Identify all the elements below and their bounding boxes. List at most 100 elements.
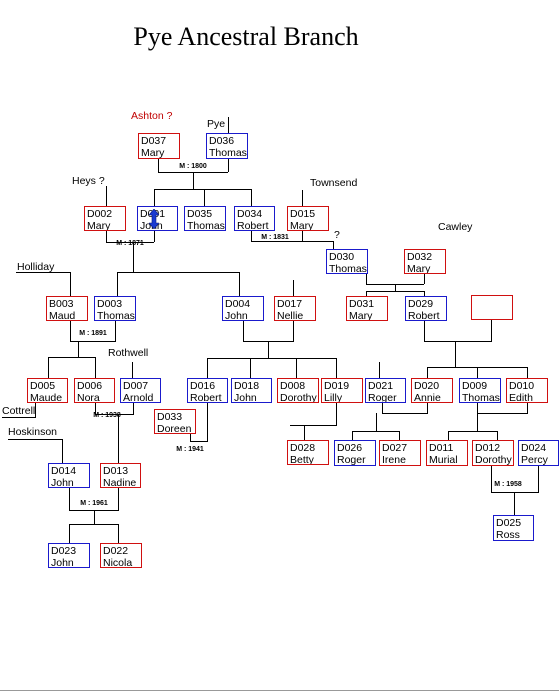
line (243, 321, 244, 341)
line (154, 189, 252, 190)
person-id: D023 (51, 545, 77, 557)
person-name: Mary (141, 147, 165, 159)
line (190, 434, 191, 441)
line (8, 439, 63, 440)
person-box-unknown[interactable] (471, 295, 513, 320)
person-name: Dorothy (280, 392, 317, 403)
surname-label-cottrell: Cottrell (2, 405, 36, 417)
person-id: D029 (408, 298, 434, 310)
line (424, 274, 425, 284)
marriage-label: M : 1891 (79, 330, 107, 337)
line (239, 272, 240, 296)
line (293, 321, 294, 341)
line (477, 413, 478, 431)
marriage-label: M : 1961 (80, 500, 108, 507)
line (366, 291, 367, 296)
line (70, 272, 71, 296)
person-name: Robert (190, 392, 222, 403)
line (251, 241, 334, 242)
person-name: Roger (368, 392, 397, 403)
line (352, 431, 353, 440)
person-id: D034 (237, 208, 263, 220)
line (94, 510, 95, 524)
line (106, 231, 107, 242)
line (193, 172, 194, 189)
person-name: Robert (408, 310, 440, 321)
line (69, 524, 119, 525)
person-name: Roger (337, 454, 366, 466)
line (118, 524, 119, 543)
line (204, 189, 205, 206)
line (477, 367, 478, 378)
person-id: D009 (462, 380, 488, 392)
person-id: D017 (277, 298, 303, 310)
line (290, 425, 337, 426)
surname-label-unknown: ? (334, 229, 340, 241)
person-id: D004 (225, 298, 251, 310)
line (427, 367, 428, 378)
line (333, 241, 334, 249)
person-name: Edith (509, 392, 533, 403)
line (304, 425, 305, 440)
line (118, 488, 119, 510)
line (382, 413, 428, 414)
person-id: D010 (509, 380, 535, 392)
surname-label-holliday: Holliday (17, 261, 55, 273)
person-name: Thomas (187, 220, 225, 231)
line (491, 466, 492, 492)
person-id: D035 (187, 208, 213, 220)
line (190, 441, 208, 442)
line (424, 291, 425, 296)
person-name: Betty (290, 454, 314, 465)
line (118, 414, 119, 463)
line (477, 413, 528, 414)
line (16, 272, 71, 273)
line (117, 272, 240, 273)
line (207, 403, 208, 441)
surname-label-townsend: Townsend (310, 177, 358, 189)
person-id: D024 (521, 442, 547, 454)
person-id: D021 (368, 380, 394, 392)
person-name: Mary (290, 220, 314, 231)
person-name: Ross (496, 529, 520, 541)
line (477, 403, 478, 413)
